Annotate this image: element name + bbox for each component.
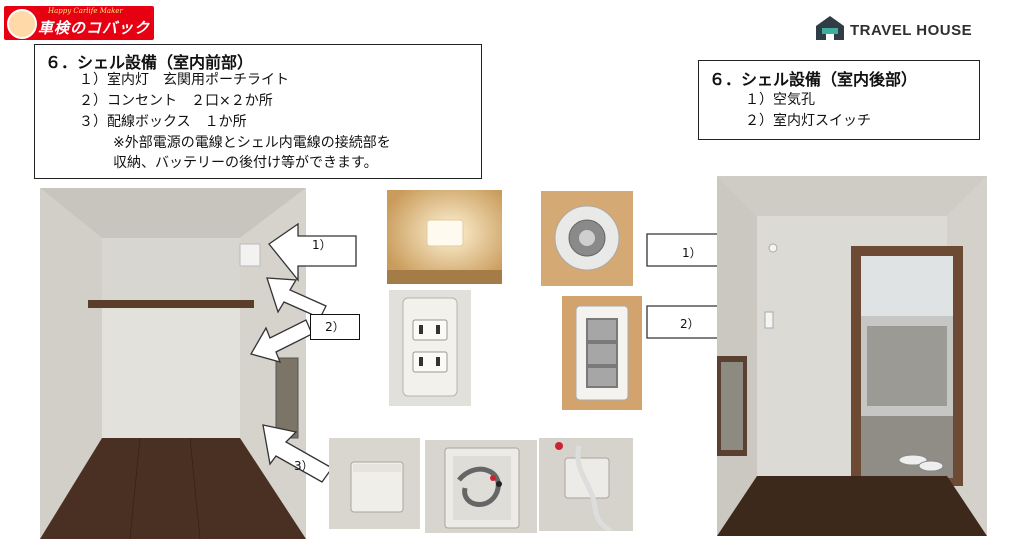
wiring-box-closed-photo — [329, 438, 420, 529]
callout-label-rear-1: 1） — [682, 246, 702, 260]
logo-name: 車検のコバック — [38, 19, 151, 37]
callout-label-rear-2: 2） — [680, 317, 700, 331]
front-item-1: １）室内灯 玄関用ポーチライト — [79, 72, 289, 88]
rear-interior-photo — [717, 176, 987, 536]
rear-equipment-box: ６．シェル設備（室内後部） １）空気孔 ２）室内灯スイッチ — [698, 60, 980, 140]
house-icon — [816, 16, 844, 40]
partner-name: TRAVEL HOUSE — [850, 22, 973, 39]
front-note-1: ※外部電源の電線とシェル内電線の接続部を — [113, 135, 391, 151]
mascot-icon — [7, 9, 37, 39]
callout-arrow-3 — [262, 424, 333, 483]
light-switch-photo — [562, 296, 642, 410]
rear-item-1: １）空気孔 — [745, 92, 815, 108]
rear-box-title: ６．シェル設備（室内後部） — [709, 70, 918, 89]
front-box-title: ６．シェル設備（室内前部） — [45, 53, 254, 72]
wiring-box-open-photo — [425, 440, 537, 533]
travel-house-logo: TRAVEL HOUSE — [814, 14, 989, 44]
rear-item-2: ２）室内灯スイッチ — [745, 113, 871, 129]
front-equipment-box: ６．シェル設備（室内前部） １）室内灯 玄関用ポーチライト ２）コンセント ２口… — [34, 44, 482, 179]
callout-arrow-2a — [266, 277, 327, 319]
logo-tagline: Happy Carlife Maker — [48, 7, 123, 15]
kobac-logo: Happy Carlife Maker 車検のコバック — [4, 6, 154, 40]
callout-label-front-1: 1） — [312, 238, 332, 252]
callout-label-front-2-text: 2） — [325, 320, 345, 334]
outlet-photo — [389, 290, 471, 406]
front-item-3: ３）配線ボックス １か所 — [79, 114, 247, 130]
porch-light-photo — [387, 190, 502, 284]
front-note-2: 収納、バッテリーの後付け等ができます。 — [113, 155, 378, 171]
callout-arrow-1 — [268, 222, 357, 282]
callout-label-front-2: 2） — [310, 314, 360, 340]
front-item-2: ２）コンセント ２口×２か所 — [79, 93, 273, 109]
callout-label-front-3: 3） — [294, 459, 314, 473]
wiring-box-cable-photo — [539, 438, 633, 531]
air-vent-photo — [541, 191, 633, 286]
callout-arrow-2b — [250, 319, 313, 363]
